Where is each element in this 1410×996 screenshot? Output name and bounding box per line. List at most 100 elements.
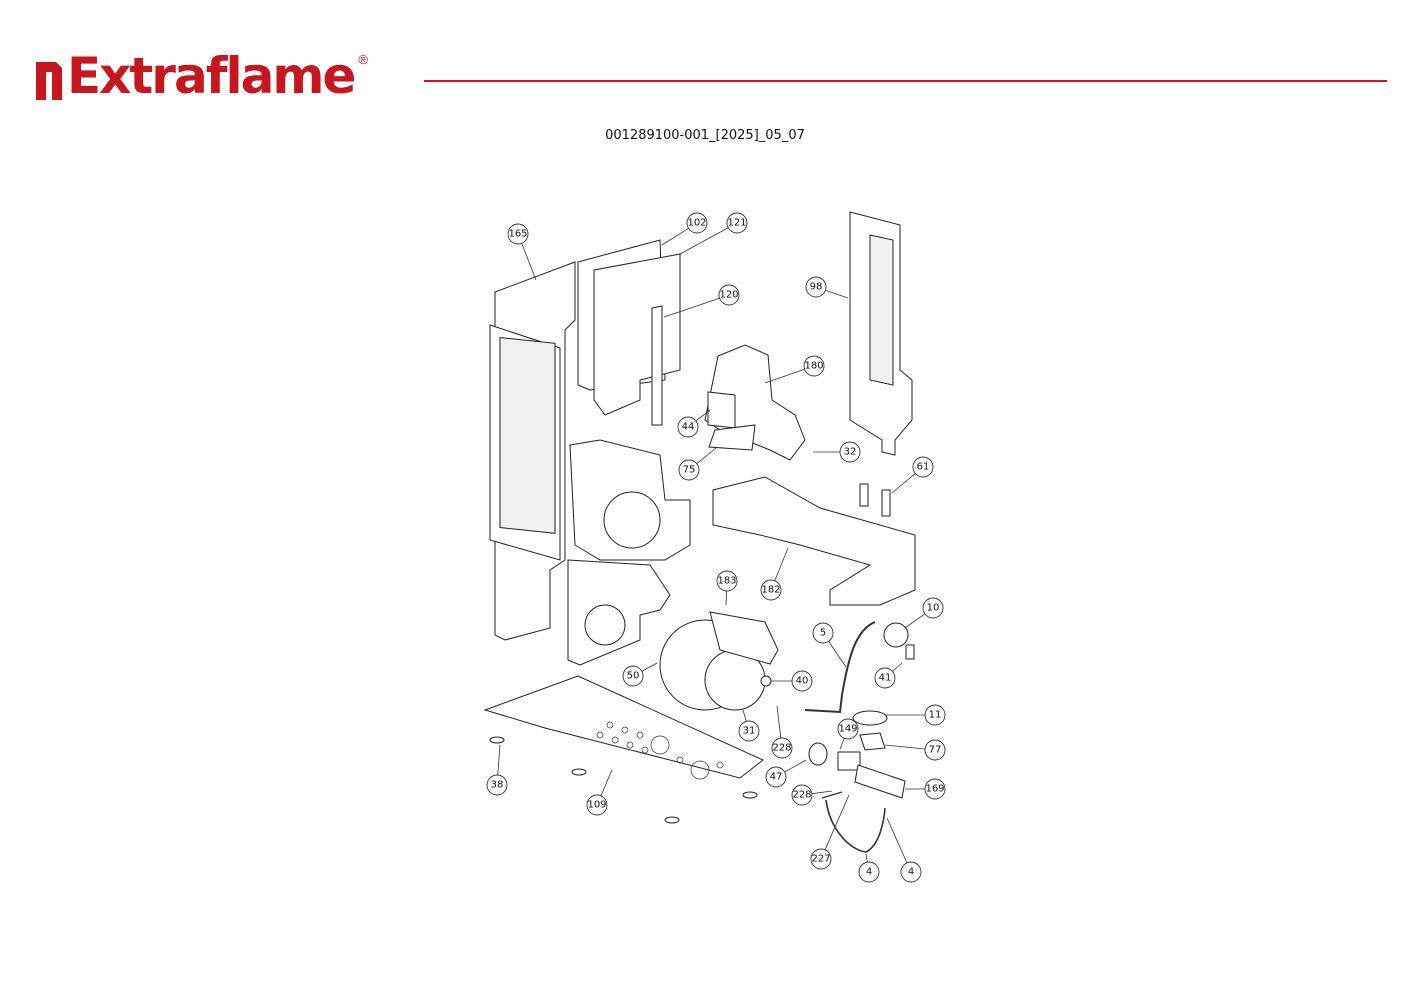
leader-line (600, 769, 613, 796)
leader-line (521, 243, 537, 281)
callout: 183 (716, 570, 738, 606)
callout: 32 (813, 441, 861, 463)
callout-number: 228 (772, 743, 791, 754)
callout-number: 47 (770, 772, 783, 783)
part-41 (905, 644, 915, 660)
callout-circle (922, 597, 944, 619)
callout-circle (812, 622, 834, 644)
part-228 (821, 791, 843, 799)
callout-number: 169 (925, 784, 944, 795)
leader-line (865, 853, 868, 863)
leader-line (824, 794, 850, 850)
feet-38 (489, 736, 758, 824)
callout-circle (874, 667, 896, 689)
part-cap-40 (760, 675, 772, 687)
callout-circle (586, 794, 608, 816)
callout-number: 40 (796, 676, 809, 687)
leader-line (904, 613, 926, 629)
leader-line (839, 738, 845, 750)
callout: 38 (486, 744, 508, 796)
part-tube-169 (854, 764, 906, 799)
part-plate-75 (708, 424, 756, 451)
callout: 109 (586, 769, 613, 816)
part-resistor-4 (825, 799, 886, 853)
callout-circle (622, 665, 644, 687)
leader-line (679, 227, 729, 255)
callout: 180 (764, 355, 825, 384)
part-cable-5 (841, 621, 876, 696)
leader-line (725, 590, 727, 606)
callout-number: 4 (866, 867, 872, 878)
callout: 98 (805, 276, 849, 299)
callout: 44 (677, 409, 711, 438)
callout-number: 75 (683, 465, 696, 476)
callout-circle (900, 861, 922, 883)
callout: 227 (810, 794, 850, 870)
callout-circle (810, 848, 832, 870)
part-bracket-77 (859, 732, 886, 751)
leader-line (884, 744, 926, 750)
parts-drawing (483, 211, 916, 853)
leader-line (661, 227, 689, 246)
callout: 4 (858, 853, 880, 883)
callout: 40 (771, 670, 813, 692)
logo-mark-icon (34, 56, 64, 102)
callout-circle (678, 459, 700, 481)
callout: 182 (760, 547, 789, 601)
callout: 149 (837, 718, 859, 750)
part-61b (881, 489, 891, 517)
part-11 (852, 710, 888, 726)
callout: 120 (663, 284, 740, 318)
callout: 77 (884, 739, 946, 761)
callout: 47 (765, 759, 807, 788)
leader-line (641, 662, 658, 672)
leader-line (784, 759, 807, 773)
part-pressure-switch-10 (883, 622, 909, 648)
part-motor-183 (709, 611, 779, 665)
callout: 228 (771, 705, 793, 759)
callout-circle (718, 284, 740, 306)
leader-line (696, 447, 717, 464)
callout: 31 (738, 709, 760, 742)
callout-circle (924, 778, 946, 800)
part-tray-182 (712, 476, 916, 606)
callout-number: 11 (929, 710, 942, 721)
callout-number: 227 (811, 854, 830, 865)
callout-number: 228 (792, 790, 811, 801)
leader-line (497, 744, 501, 776)
callout-number: 41 (879, 673, 892, 684)
leader-line (828, 641, 847, 668)
callout-number: 98 (810, 282, 823, 293)
callout-circle (738, 720, 760, 742)
registered-mark: ® (358, 52, 368, 67)
callout-number: 44 (682, 422, 695, 433)
callout-circle (791, 784, 813, 806)
callout-number: 182 (761, 585, 780, 596)
callout-circle (716, 570, 738, 592)
leader-line (886, 817, 908, 864)
callout-number: 10 (927, 603, 940, 614)
callout: 61 (891, 456, 934, 494)
header-rule (424, 80, 1387, 82)
leader-line (776, 705, 782, 739)
callout-circle (803, 355, 825, 377)
callout-circle (677, 416, 699, 438)
leader-line (742, 709, 747, 722)
callout-circle (805, 276, 827, 298)
callout: 75 (678, 447, 717, 481)
document-code: 001289100-001_[2025]_05_07 (605, 128, 805, 143)
callout-number: 61 (917, 462, 930, 473)
part-149 (837, 751, 861, 771)
base-holes (596, 721, 724, 780)
callout: 102 (661, 212, 708, 246)
callout-circle (507, 223, 529, 245)
callout-number: 121 (727, 218, 746, 229)
callout: 121 (679, 212, 748, 255)
callout-number: 165 (508, 229, 527, 240)
callout-circle (912, 456, 934, 478)
callout-number: 38 (491, 780, 504, 791)
callout-circle (726, 212, 748, 234)
callout: 11 (885, 704, 946, 726)
callout-circle (858, 861, 880, 883)
